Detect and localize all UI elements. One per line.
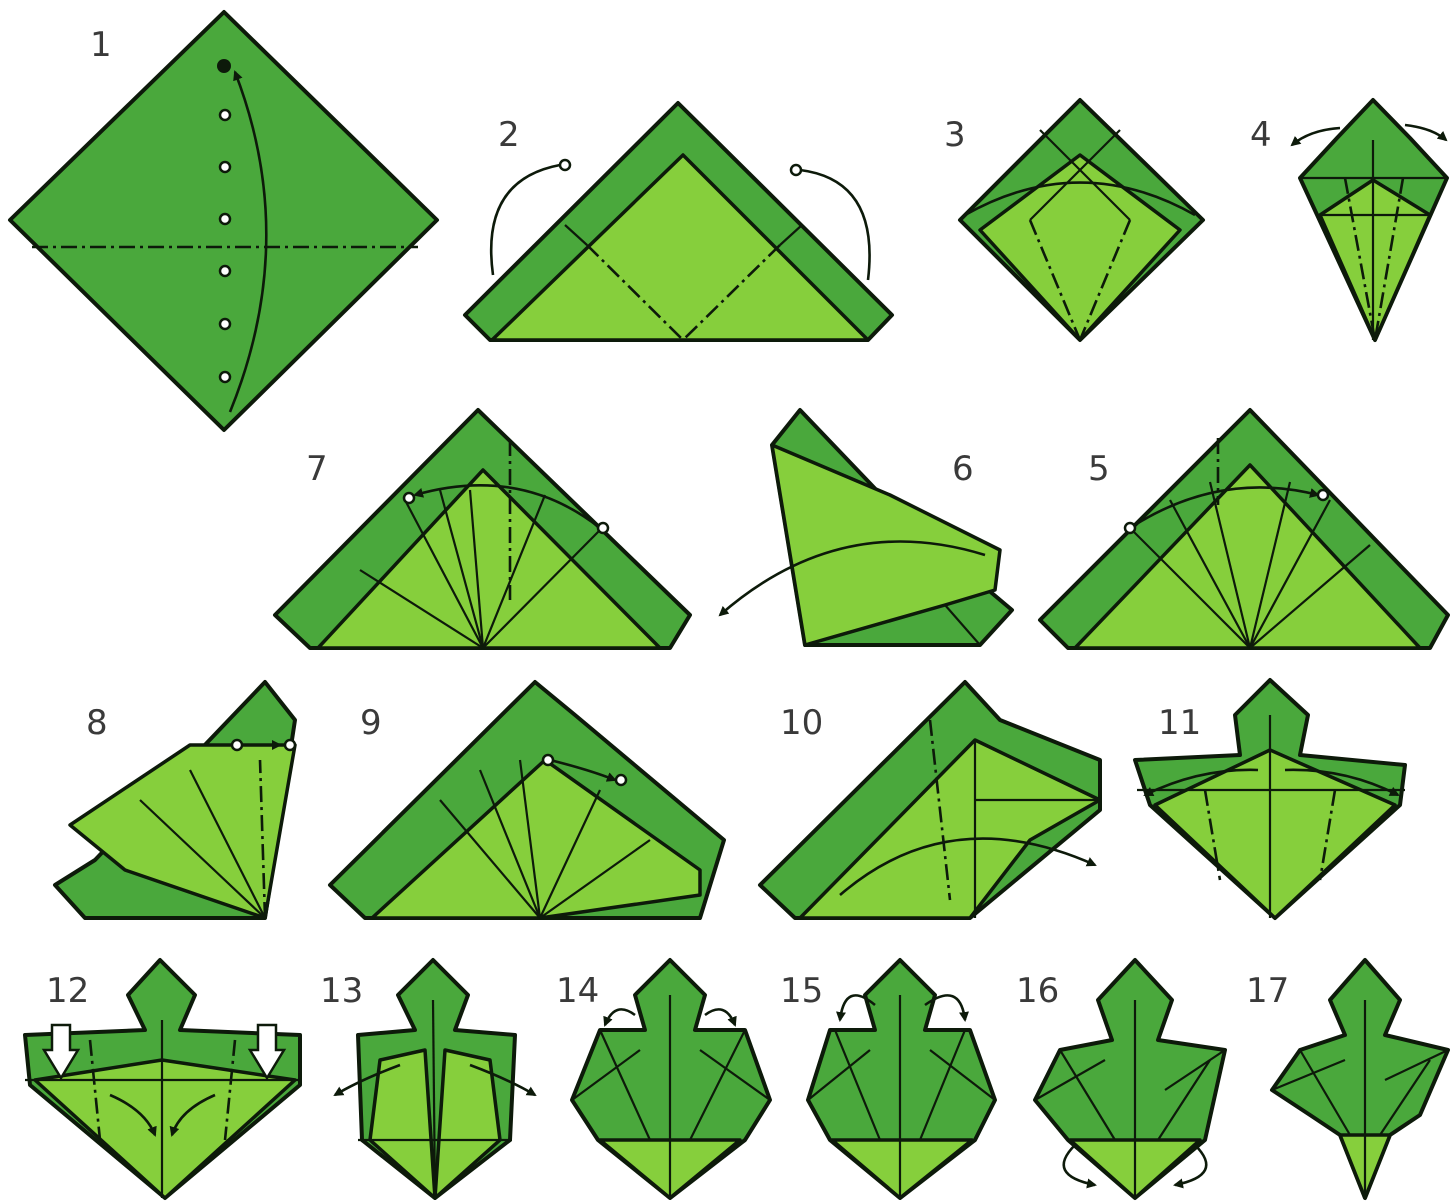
step-6-figure [720, 410, 1012, 645]
step-11-figure [1135, 680, 1405, 918]
step-17-figure [1272, 960, 1448, 1198]
step-7-figure [275, 410, 690, 648]
step-9-figure [330, 682, 724, 918]
step-4-figure [1292, 100, 1447, 340]
step-13-figure [335, 960, 535, 1198]
step-1-figure [10, 12, 437, 430]
step-15-figure [808, 960, 995, 1198]
step-12-figure [25, 960, 300, 1198]
step-10-figure [760, 682, 1100, 918]
step-3-figure [960, 100, 1203, 340]
step-14-figure [572, 960, 770, 1198]
step-2-figure [465, 103, 892, 340]
step-5-figure [1040, 410, 1448, 648]
step-8-figure [55, 682, 295, 918]
step-16-figure [1035, 960, 1225, 1198]
